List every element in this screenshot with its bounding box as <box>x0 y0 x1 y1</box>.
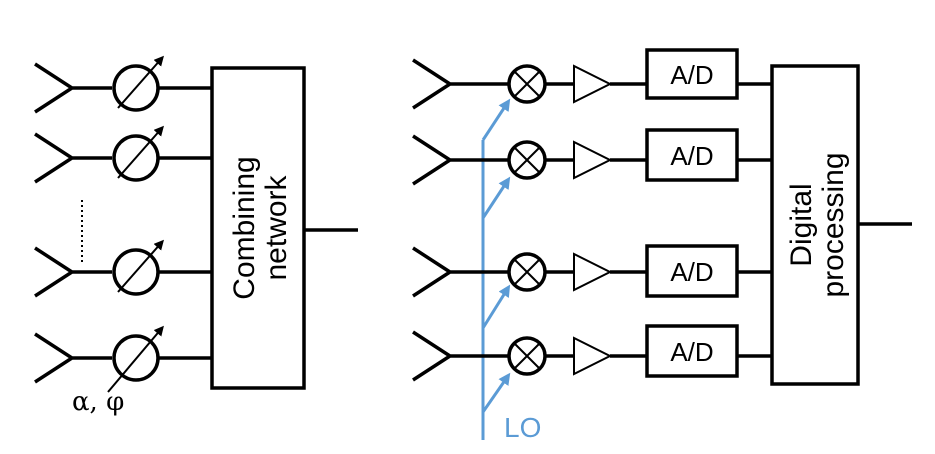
tunable-arrow-icon <box>117 55 164 109</box>
tunable-arrow-icon <box>107 325 164 393</box>
adc-box <box>645 324 739 378</box>
amplifier-icon <box>573 140 613 180</box>
digital-row-2: A/D <box>412 128 772 186</box>
analog-row-2 <box>34 125 212 184</box>
antenna-icon <box>34 132 112 184</box>
antenna-icon <box>34 246 112 298</box>
digital-row-4: A/D <box>412 324 772 382</box>
tunable-arrow-icon <box>117 125 164 179</box>
analog-row-4 <box>34 325 212 393</box>
adc-label: A/D <box>670 337 713 367</box>
analog-row-1 <box>34 55 212 114</box>
antenna-icon <box>412 134 508 186</box>
antenna-icon <box>34 62 112 114</box>
antenna-icon <box>412 330 508 382</box>
digital-processing-label-2: processing <box>817 152 850 297</box>
analog-beamformer: α, φ Combining network <box>34 55 358 417</box>
antenna-icon <box>34 332 112 384</box>
phase-label: α, φ <box>72 387 124 417</box>
antenna-icon <box>412 58 508 110</box>
adc-label: A/D <box>670 60 713 90</box>
combining-network-label-2: network <box>260 174 293 280</box>
digital-beamformer: LO A/D A/D <box>412 48 912 443</box>
amplifier-icon <box>573 252 613 292</box>
analog-row-3 <box>34 239 212 298</box>
tunable-arrow-icon <box>117 239 164 293</box>
combining-network-box <box>210 66 306 390</box>
amplifier-icon <box>573 336 613 376</box>
antenna-icon <box>412 246 508 298</box>
lo-label: LO <box>504 412 541 443</box>
adc-box <box>645 128 739 182</box>
digital-row-3: A/D <box>412 244 772 298</box>
adc-box <box>645 48 739 100</box>
digital-row-1: A/D <box>412 48 772 110</box>
digital-processing-label-1: Digital <box>785 183 818 266</box>
amplifier-icon <box>573 64 613 104</box>
combining-network-label-1: Combining <box>228 156 261 299</box>
adc-label: A/D <box>670 141 713 171</box>
adc-label: A/D <box>670 257 713 287</box>
